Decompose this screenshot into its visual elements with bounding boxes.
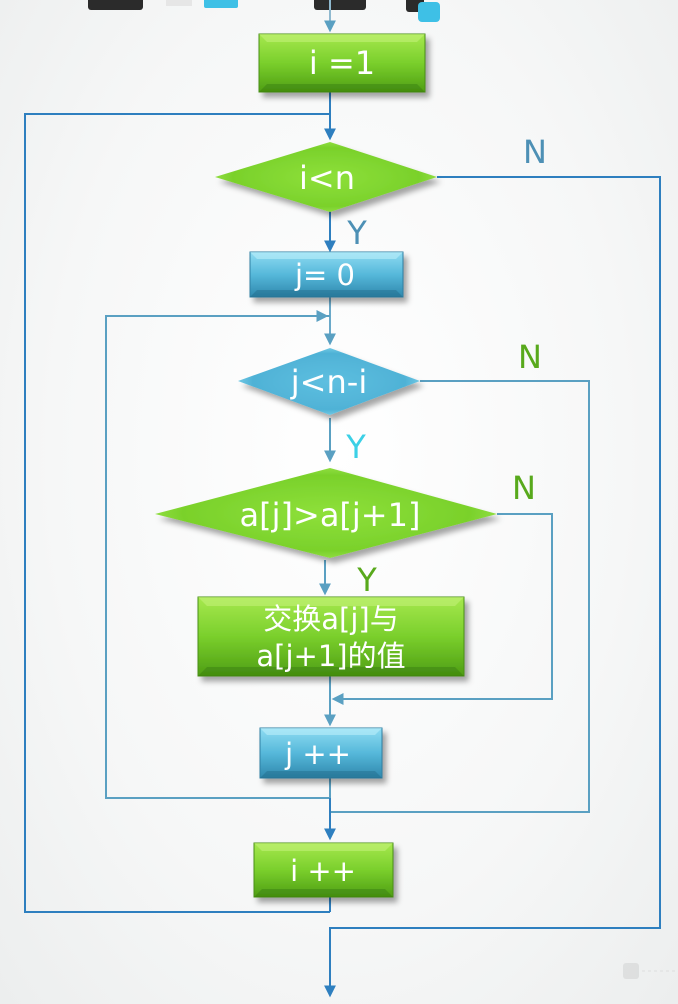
node-cond-inner: [238, 348, 420, 415]
node-cond-inner-label: j<n-i: [290, 363, 367, 401]
flag-outer-yes: Y: [346, 214, 367, 252]
node-init-j: [249, 251, 404, 298]
node-inc-j-label: j ++: [284, 737, 351, 771]
node-init-j-label: j= 0: [294, 258, 355, 292]
node-swap-line2: a[j+1]的值: [256, 639, 405, 673]
outer-no-exit: [324, 176, 661, 998]
top-decoration: [88, 0, 440, 22]
node-init-i: [258, 33, 426, 93]
node-cond-compare: [155, 468, 497, 558]
node-swap-line1: 交换a[j]与: [263, 602, 398, 636]
inner-no-exit: [330, 380, 590, 813]
flag-inner-no: N: [518, 338, 542, 376]
outer-loop-back: [24, 113, 330, 913]
flag-compare-yes: Y: [356, 561, 377, 599]
node-swap: [197, 596, 465, 677]
node-cond-outer-label: i<n: [299, 159, 355, 197]
flag-inner-yes: Y: [345, 428, 366, 466]
flag-outer-no: N: [523, 133, 547, 171]
connectors: [24, 0, 661, 998]
node-inc-i: [253, 842, 394, 898]
node-init-i-label: i =1: [309, 44, 375, 82]
inner-loop-back: [105, 315, 330, 799]
flag-compare-no: N: [512, 469, 536, 507]
node-cond-compare-label: a[j]>a[j+1]: [240, 496, 421, 534]
compare-no-bypass: [331, 513, 553, 705]
node-inc-i-label: i ++: [290, 854, 356, 888]
node-cond-outer: [215, 142, 437, 212]
corner-decoration: [623, 963, 678, 979]
node-inc-j: [259, 727, 383, 779]
